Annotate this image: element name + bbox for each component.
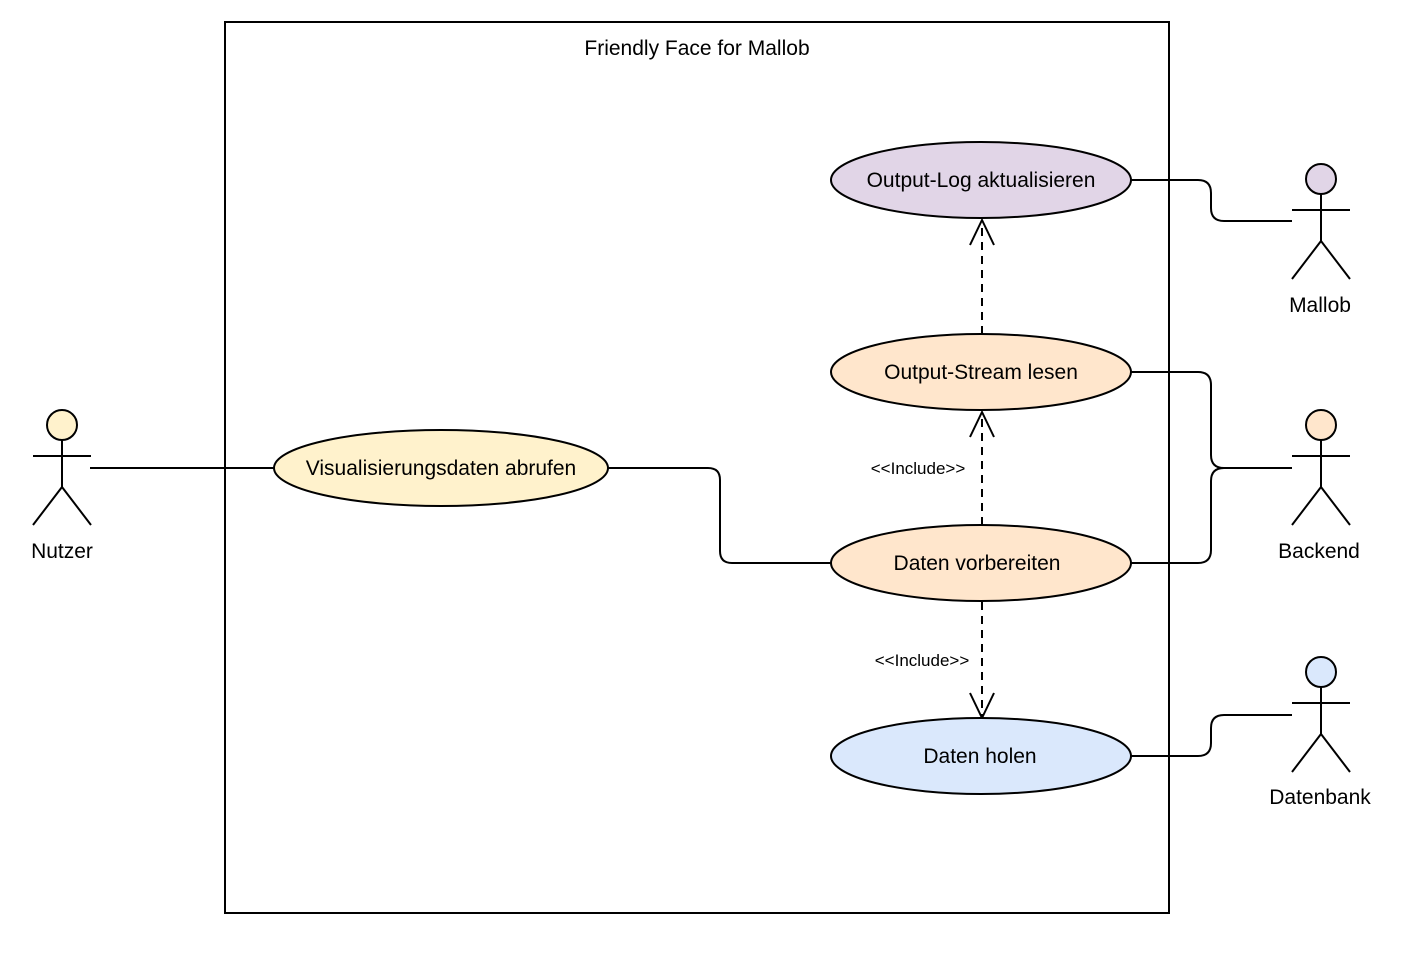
use-case-label: Daten vorbereiten [894,552,1061,575]
arrowhead-output-stream [969,409,995,438]
use-case-label: Output-Log aktualisieren [867,169,1096,192]
assoc-daten-vorbereiten-backend [1131,467,1292,564]
actor-body [1291,687,1351,773]
actor-head [1305,409,1337,441]
actor-body [32,440,92,526]
use-case-label: Daten holen [923,745,1036,768]
assoc-output-log-mallob [1131,179,1292,222]
assoc-daten-holen-datenbank [1131,714,1292,757]
actor-body [1291,440,1351,526]
use-case-ellipse [273,429,609,507]
actor-label: Nutzer [31,540,93,563]
use-case-label: Output-Stream lesen [884,361,1078,384]
use-case-ellipse [830,141,1132,219]
use-case-ellipse [830,333,1132,411]
use-case-label: Visualisierungsdaten abrufen [306,457,576,480]
use-case-ellipse [830,717,1132,795]
actor-nutzer[interactable]: Nutzer [31,409,93,563]
use-case-ellipse [830,524,1132,602]
connectors [90,179,1292,757]
assoc-visualisierung-daten-vorbereiten [608,467,831,564]
dependencies: <<Include>> <<Include>> [871,217,995,721]
actor-backend[interactable]: Backend [1278,409,1360,563]
actor-label: Mallob [1289,294,1351,317]
actor-head [1305,656,1337,688]
arrowhead-output-log [969,217,995,246]
actor-body [1291,194,1351,280]
use-case-daten-vorbereiten[interactable]: Daten vorbereiten [830,524,1132,602]
use-case-daten-holen[interactable]: Daten holen [830,717,1132,795]
actor-label: Backend [1278,540,1360,563]
actor-datenbank[interactable]: Datenbank [1269,656,1371,809]
actor-label: Datenbank [1269,786,1371,809]
include-label-lower: <<Include>> [875,651,970,670]
use-case-output-stream[interactable]: Output-Stream lesen [830,333,1132,411]
system-title: Friendly Face for Mallob [584,37,809,60]
actor-mallob[interactable]: Mallob [1289,163,1351,317]
actor-head [1305,163,1337,195]
actor-head [46,409,78,441]
use-case-output-log[interactable]: Output-Log aktualisieren [830,141,1132,219]
include-label-upper: <<Include>> [871,459,966,478]
use-case-visualisierung[interactable]: Visualisierungsdaten abrufen [273,429,609,507]
assoc-output-stream-backend [1131,371,1292,469]
